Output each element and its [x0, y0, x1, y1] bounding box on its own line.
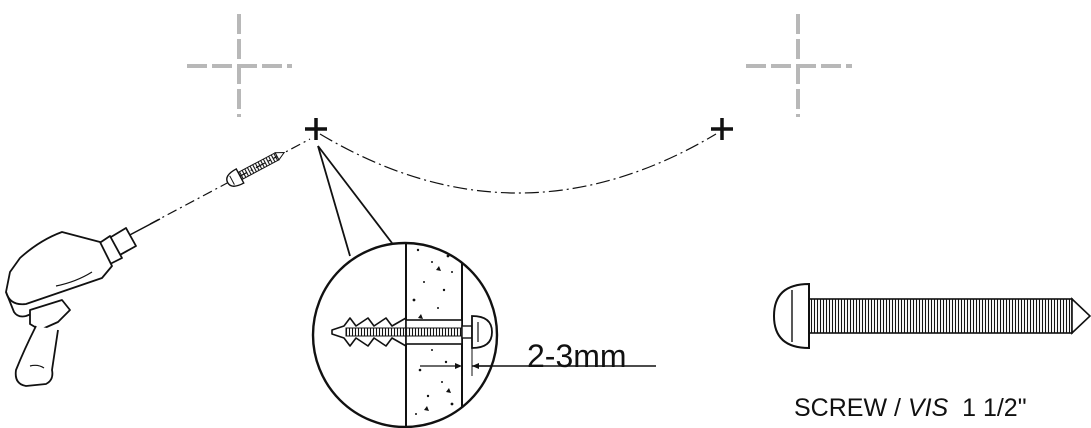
callout-leaders: [317, 145, 393, 257]
screw-small-icon: [226, 152, 286, 187]
arc-guide-line: [319, 133, 717, 194]
screw-caption-prefix: SCREW /: [794, 394, 908, 422]
gap-dimension-label: 2-3mm: [527, 338, 627, 374]
hole-mark-left: [305, 118, 327, 140]
hole-mark-right: [711, 118, 733, 140]
guide-cross-left: [187, 14, 292, 117]
screw-caption-size: 1 1/2": [948, 394, 1027, 422]
screw-caption: SCREW / VIS 1 1/2": [794, 393, 1027, 423]
screw-large-icon: [772, 282, 1091, 350]
guide-cross-right: [746, 14, 852, 117]
screw-caption-vis: VIS: [907, 394, 949, 422]
wall-anchor-detail: [311, 241, 499, 428]
drill-icon: [5, 218, 161, 387]
